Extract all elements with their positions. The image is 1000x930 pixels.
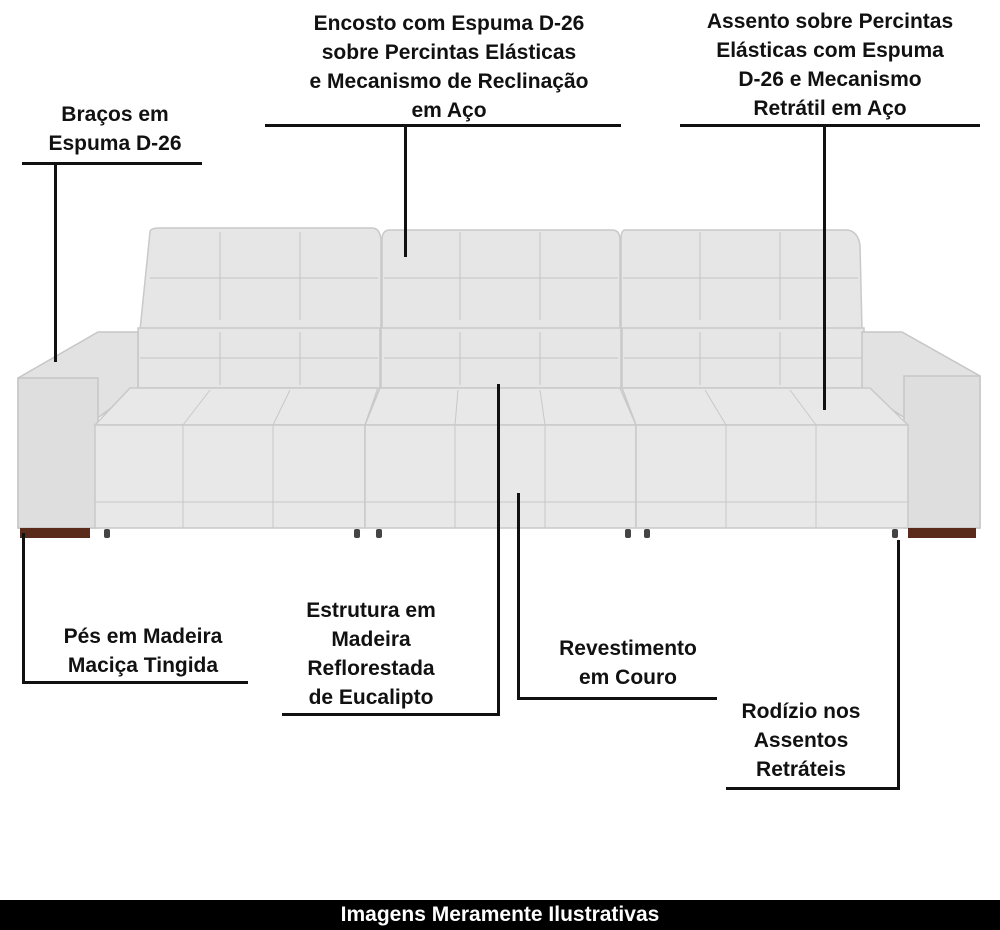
back-tufting: [140, 232, 862, 385]
label-rodizio: Rodízio nos Assentos Retráteis: [716, 697, 886, 784]
callout-rodizio-vline: [897, 540, 900, 790]
label-revestimento-line-1: Revestimento: [559, 637, 697, 660]
seat-cushions: [93, 387, 910, 529]
label-pes-line-2: Maciça Tingida: [67, 654, 219, 677]
label-assento-line-2: Elásticas com Espuma: [716, 39, 944, 62]
label-assento-line-1: Assento sobre Percintas: [706, 10, 954, 33]
seat-tufting: [95, 389, 908, 528]
label-estrutura-line-4: de Eucalipto: [308, 686, 434, 709]
footer-disclaimer: Imagens Meramente Ilustrativas: [0, 900, 1000, 930]
callout-pes-vline: [22, 533, 25, 683]
label-estrutura-line-2: Madeira: [331, 628, 411, 651]
label-pes-line-1: Pés em Madeira: [63, 625, 223, 648]
wooden-feet: [20, 528, 976, 538]
callout-revestimento-vline: [517, 493, 520, 699]
label-estrutura-line-3: Reflorestada: [307, 657, 435, 680]
label-assento-line-4: Retrátil em Aço: [753, 97, 907, 120]
callout-pes-hline: [22, 681, 248, 684]
callout-rodizio-hline: [726, 787, 900, 790]
label-rodizio-line-1: Rodízio nos: [741, 700, 861, 723]
callout-encosto-vline: [404, 124, 407, 257]
casters: [104, 529, 898, 538]
callout-assento-vline: [823, 124, 826, 410]
label-revestimento: Revestimento em Couro: [535, 634, 721, 692]
label-encosto-line-3: e Mecanismo de Reclinação: [309, 70, 589, 93]
label-assento: Assento sobre Percintas Elásticas com Es…: [672, 7, 988, 123]
callout-estrutura-vline: [497, 384, 500, 716]
label-estrutura-line-1: Estrutura em: [306, 599, 436, 622]
label-bracos: Braços em Espuma D-26: [20, 100, 210, 158]
label-pes: Pés em Madeira Maciça Tingida: [30, 622, 256, 680]
label-encosto-line-2: sobre Percintas Elásticas: [321, 41, 577, 64]
label-rodizio-line-3: Retráteis: [756, 758, 846, 781]
label-rodizio-line-2: Assentos: [753, 729, 849, 752]
label-bracos-line-2: Espuma D-26: [48, 132, 182, 155]
label-bracos-line-1: Braços em: [61, 103, 169, 126]
label-encosto-line-4: em Aço: [411, 99, 487, 122]
label-encosto: Encosto com Espuma D-26 sobre Percintas …: [266, 9, 632, 125]
callout-bracos-vline: [54, 162, 57, 362]
armrests: [17, 331, 981, 529]
callout-revestimento-hline: [517, 697, 717, 700]
callout-encosto-hline: [265, 124, 621, 127]
callout-assento-hline: [680, 124, 980, 127]
label-revestimento-line-2: em Couro: [578, 666, 677, 689]
back-cushions: [137, 227, 865, 389]
callout-estrutura-hline: [282, 713, 500, 716]
label-encosto-line-1: Encosto com Espuma D-26: [313, 12, 585, 35]
label-estrutura: Estrutura em Madeira Reflorestada de Euc…: [276, 596, 466, 712]
label-assento-line-3: D-26 e Mecanismo: [738, 68, 922, 91]
callout-bracos-hline: [22, 162, 202, 165]
